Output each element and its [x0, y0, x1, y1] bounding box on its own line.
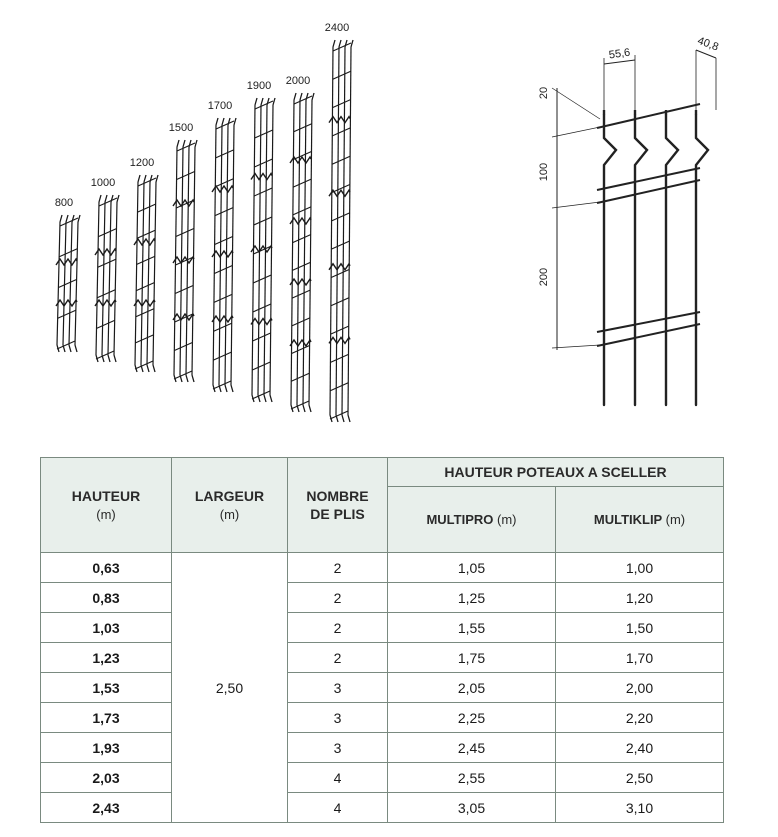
cell-hauteur: 1,53 [40, 672, 172, 703]
cell-plis: 3 [287, 672, 388, 703]
cell-multipro: 3,05 [387, 792, 556, 823]
panel-illustrations: 800 1000 1200 1500 1700 1900 2000 2400 55,6 40,8 2… [55, 22, 720, 423]
fence-panel-6: 1900 [247, 80, 276, 403]
header-largeur: LARGEUR (m) [171, 457, 288, 553]
cell-multiklip: 1,50 [554, 612, 725, 643]
fence-panel-5: 1700 [208, 100, 237, 393]
dim-seg-top: 20 [538, 87, 550, 99]
cell-plis: 2 [287, 612, 388, 643]
cell-hauteur: 2,43 [40, 792, 172, 823]
cell-multiklip: 2,20 [554, 702, 725, 733]
dim-seg-low: 200 [538, 268, 550, 286]
cell-plis: 4 [287, 792, 388, 823]
header-multiklip: MULTIKLIP (m) [554, 486, 725, 553]
header-hauteur: HAUTEUR (m) [40, 457, 172, 553]
header-nombre-line2: DE PLIS [310, 506, 365, 522]
cell-hauteur: 1,03 [40, 612, 172, 643]
header-largeur-unit: (m) [219, 506, 240, 522]
header-multipro-label: MULTIPRO [426, 512, 494, 527]
header-multipro-unit: (m) [497, 512, 517, 527]
cell-multipro: 1,25 [387, 582, 556, 613]
cell-multipro: 1,75 [387, 642, 556, 673]
dim-seg-mid: 100 [538, 163, 550, 181]
header-nombre-plis: NOMBRE DE PLIS [287, 457, 388, 553]
cell-plis: 2 [287, 642, 388, 673]
cell-plis: 4 [287, 762, 388, 793]
panel-height-label: 2400 [325, 22, 349, 34]
fence-panel-7: 2000 [286, 75, 315, 413]
panel-height-label: 1900 [247, 80, 271, 92]
cell-hauteur: 1,93 [40, 732, 172, 763]
cell-multiklip: 2,50 [554, 762, 725, 793]
cell-plis: 3 [287, 702, 388, 733]
cell-multiklip: 1,00 [554, 552, 725, 583]
panel-height-label: 1500 [169, 122, 193, 134]
cell-multiklip: 1,70 [554, 642, 725, 673]
cell-hauteur: 1,23 [40, 642, 172, 673]
panel-height-label: 1000 [91, 177, 115, 189]
header-largeur-label: LARGEUR [194, 487, 265, 504]
panel-height-label: 800 [55, 197, 73, 209]
cell-hauteur: 0,63 [40, 552, 172, 583]
cell-multiklip: 2,00 [554, 672, 725, 703]
dim-depth: 40,8 [696, 35, 720, 54]
panel-height-label: 1700 [208, 100, 232, 112]
cell-multiklip: 3,10 [554, 792, 725, 823]
fence-panel-4: 1500 [169, 122, 198, 383]
header-nombre-line1: NOMBRE [306, 488, 369, 504]
cell-hauteur: 2,03 [40, 762, 172, 793]
header-hauteur-unit: (m) [96, 506, 116, 522]
header-hauteur-label: HAUTEUR [71, 487, 141, 504]
spec-table: HAUTEUR (m) LARGEUR (m) NOMBRE DE PLIS H… [40, 457, 725, 823]
panel-height-drawings: 800 1000 1200 1500 1700 1900 2000 2400 55,6 40,8 2… [55, 22, 720, 423]
panel-height-label: 2000 [286, 75, 310, 87]
cell-plis: 3 [287, 732, 388, 763]
header-multiklip-label: MULTIKLIP [593, 512, 662, 527]
cell-multipro: 2,45 [387, 732, 556, 763]
fence-panel-8: 2400 [325, 22, 354, 423]
cell-plis: 2 [287, 552, 388, 583]
cell-largeur: 2,50 [171, 552, 288, 823]
panel-detail-drawing: 55,6 40,8 20 100 200 [538, 35, 720, 407]
cell-multiklip: 2,40 [554, 732, 725, 763]
cell-multipro: 2,25 [387, 702, 556, 733]
cell-multipro: 1,55 [387, 612, 556, 643]
cell-multipro: 2,05 [387, 672, 556, 703]
dim-top-width: 55,6 [608, 47, 631, 62]
cell-plis: 2 [287, 582, 388, 613]
cell-multiklip: 1,20 [554, 582, 725, 613]
fence-panel-1: 800 [55, 197, 81, 353]
cell-multipro: 2,55 [387, 762, 556, 793]
panel-height-label: 1200 [130, 157, 154, 169]
fence-panel-2: 1000 [91, 177, 120, 363]
cell-multipro: 1,05 [387, 552, 556, 583]
header-poteaux: HAUTEUR POTEAUX A SCELLER [386, 457, 725, 487]
header-multipro: MULTIPRO (m) [387, 486, 556, 553]
fence-panel-3: 1200 [130, 157, 159, 373]
cell-hauteur: 0,83 [40, 582, 172, 613]
cell-hauteur: 1,73 [40, 702, 172, 733]
header-multiklip-unit: (m) [665, 512, 686, 527]
